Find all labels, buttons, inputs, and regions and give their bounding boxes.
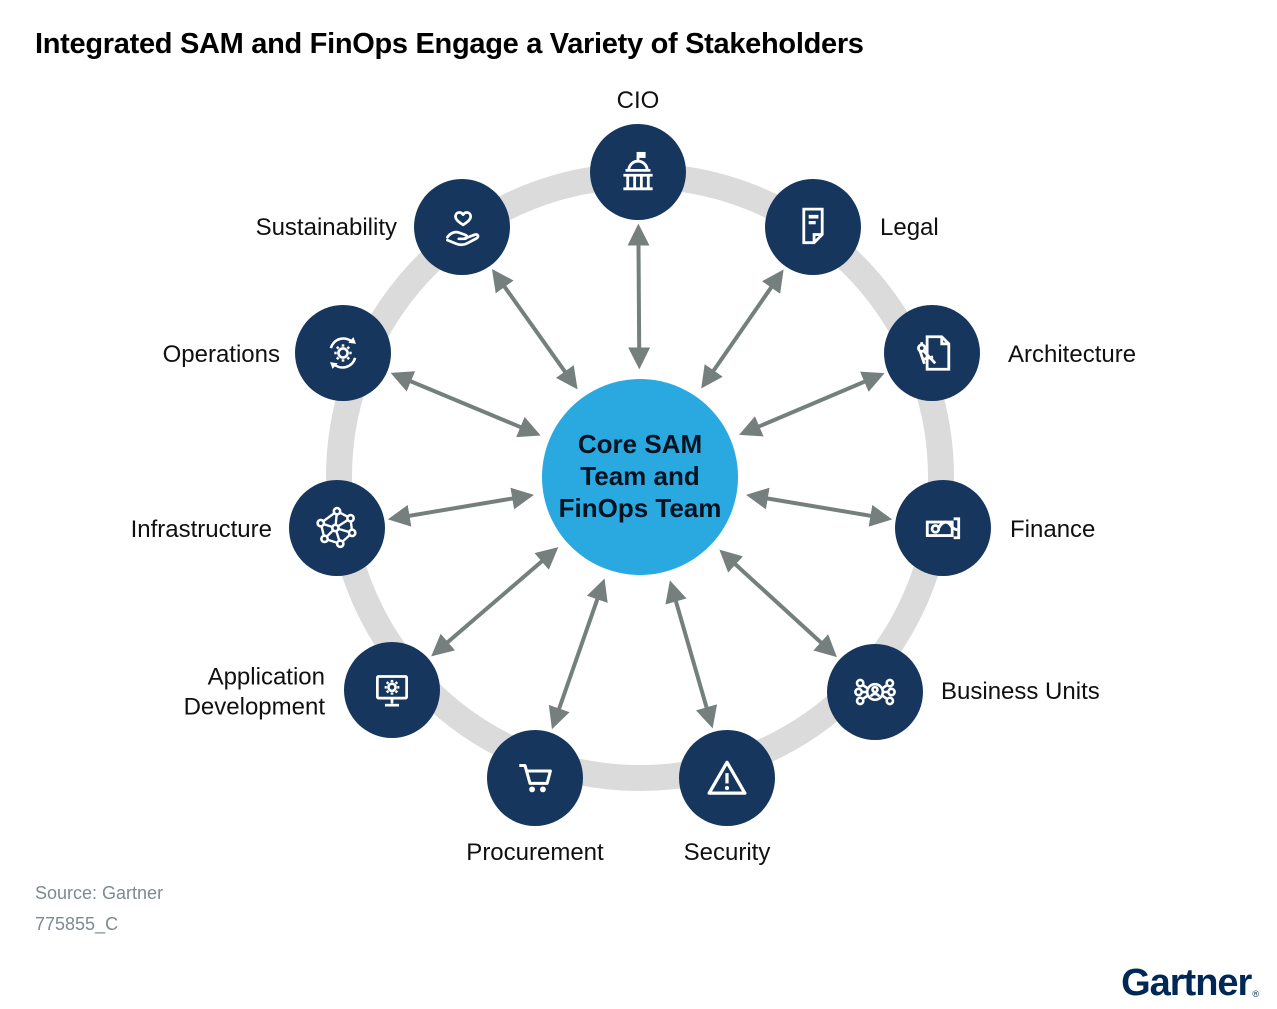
arrow-center-procurement: [548, 578, 608, 730]
stakeholder-label-business-units: Business Units: [941, 678, 1100, 705]
stakeholder-label-procurement: Procurement: [466, 839, 604, 866]
stakeholder-label-architecture: Architecture: [1008, 341, 1137, 368]
arrow-group: [387, 223, 893, 730]
arrow-center-cio: [627, 223, 651, 370]
arrow-center-business-units: [719, 549, 837, 658]
stakeholder-node-application-development: [344, 642, 440, 738]
shopping-cart-icon: [519, 764, 552, 793]
stakeholder-label-operations: Operations: [162, 341, 280, 368]
gear-refresh-icon: [329, 337, 357, 369]
money-in-hand-icon: [925, 517, 961, 540]
stakeholder-label-sustainability: Sustainability: [255, 214, 397, 241]
person-network-icon: [854, 678, 896, 706]
stakeholder-label-legal: Legal: [880, 214, 939, 241]
core-team-label: Core SAM Team and FinOps Team: [558, 429, 722, 523]
stakeholder-node-architecture: [884, 305, 980, 401]
monitor-gear-icon: [376, 675, 408, 707]
arrow-center-finance: [746, 487, 893, 527]
arrow-center-legal: [701, 269, 784, 389]
arrow-center-architecture: [739, 371, 885, 437]
arrow-center-infrastructure: [387, 487, 534, 527]
hand-heart-icon: [446, 211, 480, 247]
arrow-center-security: [665, 580, 718, 729]
stakeholder-label-application-development: Application Development: [183, 663, 325, 720]
stakeholder-label-security: Security: [683, 839, 771, 866]
stakeholder-node-finance: [895, 480, 991, 576]
stakeholder-node-infrastructure: [289, 480, 385, 576]
gartner-logo: Gartner ®: [1121, 961, 1259, 1004]
document-id: 775855_C: [35, 914, 119, 934]
stakeholder-node-cio: [590, 124, 686, 220]
stakeholder-node-procurement: [487, 730, 583, 826]
stakeholder-node-sustainability: [414, 179, 510, 275]
stakeholder-node-operations: [295, 305, 391, 401]
compass-blueprint-icon: [917, 335, 951, 371]
source-note: Source: Gartner: [35, 883, 164, 903]
page-title: Integrated SAM and FinOps Engage a Varie…: [35, 28, 864, 60]
stakeholder-label-finance: Finance: [1010, 516, 1096, 543]
arrow-center-operations: [390, 371, 541, 438]
arrow-center-application-development: [431, 547, 559, 657]
stakeholder-label-cio: CIO: [616, 87, 660, 114]
gartner-logo-word: Gartner: [1121, 961, 1252, 1004]
government-building-icon: [623, 151, 653, 191]
arrow-center-sustainability: [491, 269, 578, 390]
warning-triangle-icon: [707, 760, 747, 795]
document-icon: [802, 207, 824, 245]
mesh-network-icon: [316, 506, 357, 549]
stakeholder-node-security: [679, 730, 775, 826]
stakeholder-label-infrastructure: Infrastructure: [130, 516, 272, 543]
stakeholder-node-legal: [765, 179, 861, 275]
core-team-circle: Core SAM Team and FinOps Team: [542, 379, 738, 575]
registered-mark-icon: ®: [1252, 989, 1259, 999]
stakeholder-node-business-units: [827, 644, 923, 740]
